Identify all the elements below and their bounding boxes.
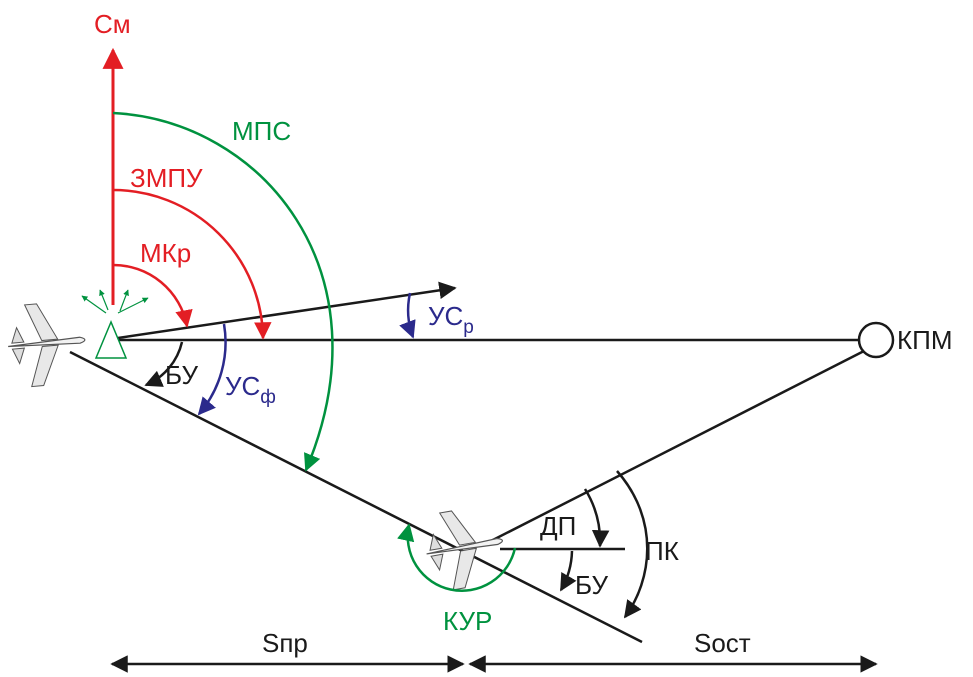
us-p-main-text: УС [428, 301, 463, 331]
us-f-label: УСф [225, 371, 276, 408]
mkr-arc [112, 263, 193, 328]
radio-beacon-icon [94, 320, 128, 359]
kpm-label: КПМ [897, 325, 953, 355]
us-p-arc [399, 292, 416, 339]
aircraft-origin-icon [8, 303, 86, 388]
dp-label: ДП [540, 511, 576, 541]
bu-mid-arc [559, 550, 577, 592]
us-f-subscript: ф [260, 387, 276, 408]
aircraft-mid-icon [426, 510, 504, 591]
beacon-emission-2 [99, 289, 109, 311]
s-ost-label: Sост [694, 628, 751, 658]
north-label: См [94, 9, 131, 39]
us-f-main-text: УС [225, 371, 260, 401]
bu-mid-label: БУ [575, 570, 608, 600]
heading-line [117, 281, 457, 340]
us-f-arc [197, 323, 227, 416]
line-to-kpm [484, 349, 865, 546]
kur-arc [397, 523, 517, 592]
kur-label: КУР [443, 606, 492, 636]
pk-label: ПК [645, 536, 679, 566]
actual-track-line [69, 350, 643, 644]
zmpu-arc [112, 188, 272, 340]
beacon-emission-4 [119, 289, 129, 312]
beacon-emission-1 [81, 295, 107, 314]
mkr-label: МКр [140, 238, 191, 268]
s-pr-label: Sпр [262, 628, 308, 658]
mps-label: МПС [232, 116, 291, 146]
zmpu-label: ЗМПУ [130, 163, 203, 193]
mps-arc [112, 111, 334, 472]
us-p-label: УСр [428, 301, 474, 338]
bu-origin-label: БУ [165, 360, 198, 390]
dp-arc [583, 488, 610, 548]
pk-arc [616, 470, 649, 619]
us-p-subscript: р [463, 317, 474, 338]
beacon-emission-3 [117, 297, 149, 314]
bu-origin-arc [144, 341, 184, 387]
kpm-waypoint [857, 321, 895, 359]
